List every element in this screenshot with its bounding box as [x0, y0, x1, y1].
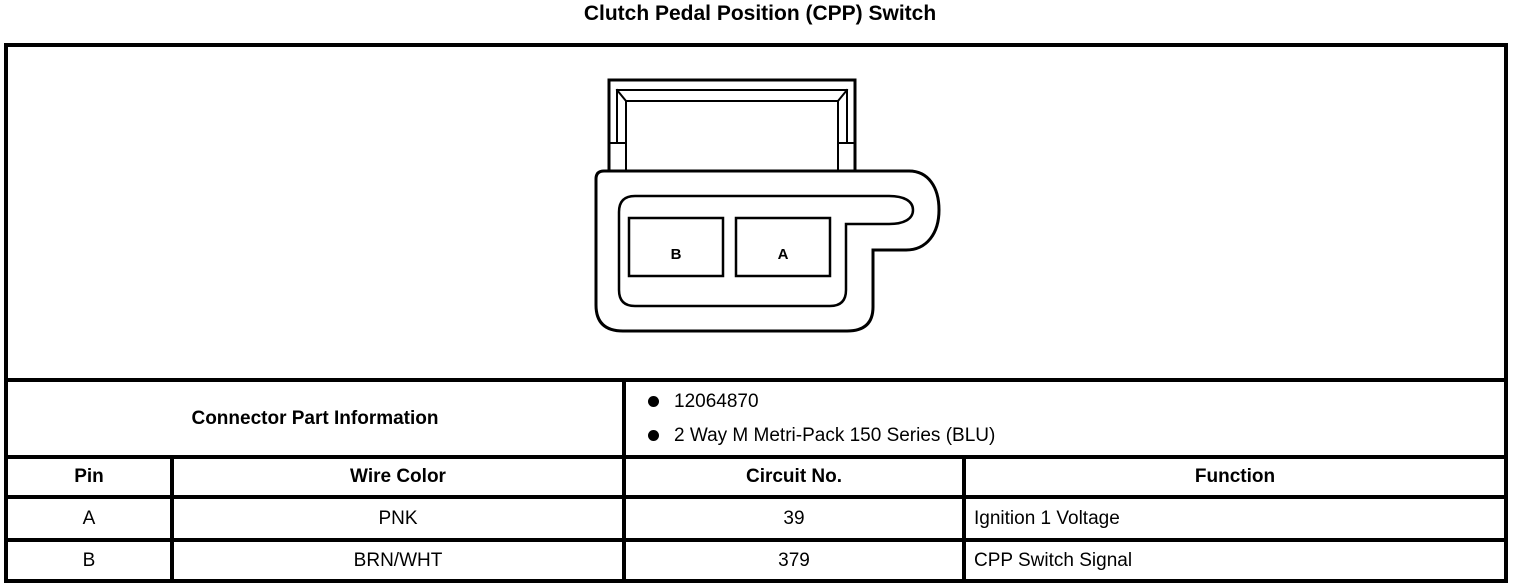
function-cell: CPP Switch Signal: [962, 542, 1504, 579]
function-cell: Ignition 1 Voltage: [962, 499, 1504, 538]
pin-cell: A: [82, 507, 96, 529]
connector-part-info-row: Connector Part Information 12064870 2 Wa…: [8, 378, 1504, 455]
pin-cell: B: [82, 549, 96, 571]
connector-part-info-values: 12064870 2 Way M Metri-Pack 150 Series (…: [622, 382, 1504, 455]
header-circuit-no: Circuit No.: [622, 459, 962, 495]
table-row: A PNK 39 Ignition 1 Voltage: [8, 495, 1504, 538]
page-title: Clutch Pedal Position (CPP) Switch: [583, 2, 937, 25]
part-number-item: 12064870: [648, 385, 1504, 419]
header-pin: Pin: [74, 466, 104, 487]
header-function: Function: [962, 459, 1504, 495]
bullet-icon: [648, 396, 659, 407]
connector-series: 2 Way M Metri-Pack 150 Series (BLU): [674, 424, 996, 446]
part-number: 12064870: [674, 390, 759, 412]
connector-part-info-label: Connector Part Information: [191, 407, 439, 429]
connector-latch-housing: [607, 78, 857, 173]
pin-label-b: B: [671, 246, 682, 263]
circuit-no-cell: 379: [622, 542, 962, 579]
wire-color-cell: BRN/WHT: [170, 542, 622, 579]
connector-diagram: B A: [594, 78, 941, 333]
connector-series-item: 2 Way M Metri-Pack 150 Series (BLU): [648, 419, 1504, 453]
circuit-no-cell: 39: [622, 499, 962, 538]
table-row: B BRN/WHT 379 CPP Switch Signal: [8, 538, 1504, 579]
content-frame: B A Connector Part Information 12064870 …: [4, 43, 1508, 583]
pin-cavity-a: [734, 216, 832, 278]
wire-color-cell: PNK: [170, 499, 622, 538]
pin-label-a: A: [778, 246, 789, 263]
pin-table-header-row: Pin Wire Color Circuit No. Function: [8, 455, 1504, 495]
pin-cavity-b: [627, 216, 725, 278]
header-wire-color: Wire Color: [170, 459, 622, 495]
bullet-icon: [648, 430, 659, 441]
connector-diagram-section: B A: [8, 47, 1504, 378]
